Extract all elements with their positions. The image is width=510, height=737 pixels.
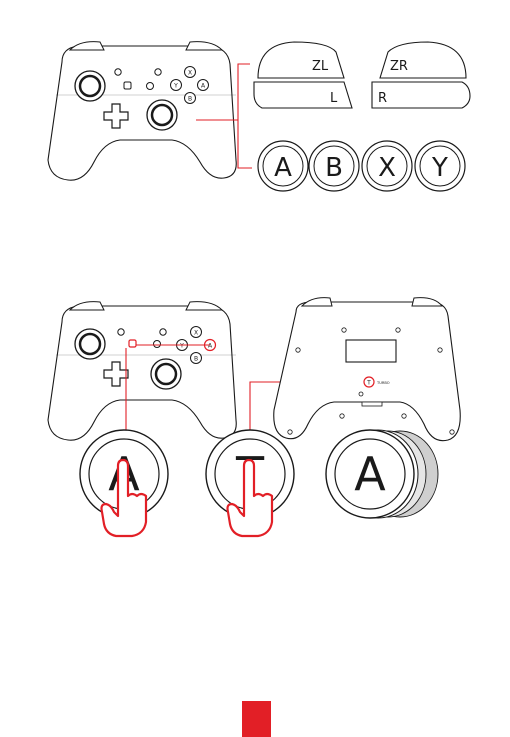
zr-trigger-label: ZR [390,59,408,74]
button-b-icon: B [309,141,359,191]
svg-text:A: A [354,447,386,501]
turbo-button-icon: T [364,377,374,387]
svg-text:T: T [366,380,371,387]
rapid-fire-button: A [326,430,438,518]
svg-text:B: B [325,153,343,183]
controller-front-top: X Y A B [48,42,236,181]
zl-trigger-label: ZL [312,59,329,74]
face-buttons-row: A B X Y [258,141,465,191]
turbo-back-label: TURBO [376,381,390,385]
svg-text:B: B [194,356,198,363]
button-y-icon: Y [415,141,465,191]
svg-text:B: B [188,96,192,103]
r-bumper-label: R [378,91,387,106]
svg-text:Y: Y [179,343,184,350]
svg-text:X: X [188,70,192,77]
svg-text:X: X [378,153,396,183]
svg-text:A: A [274,153,292,183]
controller-front-bottom: X Y A B [48,302,236,441]
svg-text:Y: Y [173,83,178,90]
svg-text:X: X [194,330,198,337]
page-number-tab [242,701,271,737]
button-a-icon: A [258,141,308,191]
right-stick-icon [147,100,177,130]
button-x-icon: X [362,141,412,191]
left-stick-icon [75,329,105,359]
l-bumper-label: L [330,91,338,106]
svg-text:Y: Y [431,153,448,183]
left-stick-icon [75,71,105,101]
right-triggers-illustration: ZR R [372,42,470,108]
controller-back: T TURBO [274,298,461,441]
left-triggers-illustration: ZL L [254,42,352,108]
right-stick-icon [151,359,181,389]
